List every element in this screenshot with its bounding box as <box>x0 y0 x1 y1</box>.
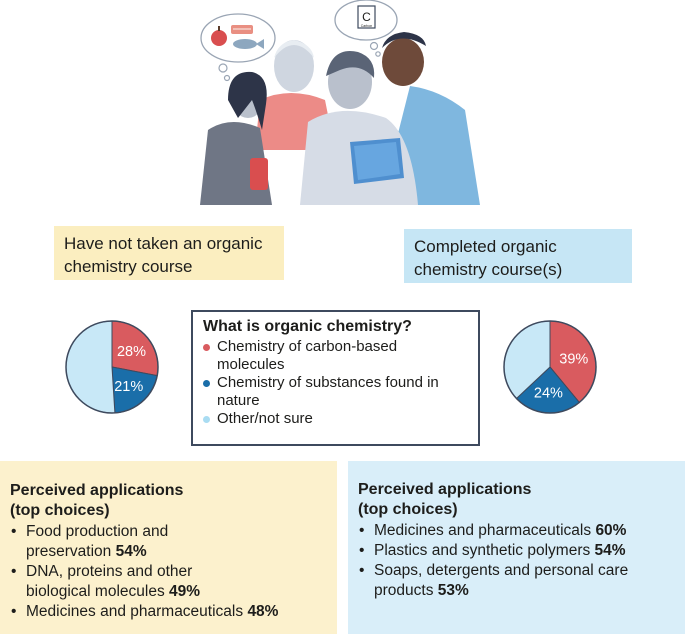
application-percent: 49% <box>169 583 201 600</box>
pie-slice-label: 28% <box>117 344 146 360</box>
legend-label: Other/not sure <box>217 410 313 427</box>
legend-dot-icon <box>203 380 210 387</box>
applications-panel-no-course: Perceived applications (top choices) • F… <box>0 461 337 634</box>
thought-bubble-carbon: C Carbon <box>334 0 398 57</box>
application-item: • DNA, proteins and other biological mol… <box>10 562 327 602</box>
bullet-icon: • <box>11 523 17 540</box>
application-text: DNA, proteins and other <box>26 563 193 580</box>
fish-icon <box>233 39 264 49</box>
tablet-icon <box>350 138 404 184</box>
phone-icon <box>250 158 268 190</box>
application-percent: 60% <box>595 522 627 539</box>
carbon-element-icon: C Carbon <box>357 5 376 29</box>
person-icon <box>300 51 418 205</box>
application-text: Plastics and synthetic polymers <box>374 542 591 559</box>
legend-dot-icon <box>203 416 210 423</box>
application-item: • Medicines and pharmaceuticals 48% <box>10 602 327 622</box>
panel-title: Perceived applications (top choices) <box>358 480 675 520</box>
pie-slice-label: 39% <box>559 351 588 367</box>
pie-chart-no-course: 28% 21% <box>65 320 159 414</box>
application-item: • Plastics and synthetic polymers 54% <box>358 541 675 561</box>
applications-panel-completed-course: Perceived applications (top choices) • M… <box>348 461 685 634</box>
panel-title: Perceived applications (top choices) <box>10 481 327 521</box>
application-percent: 53% <box>437 582 469 599</box>
application-text: Food production and <box>26 523 169 540</box>
bullet-icon: • <box>359 562 365 579</box>
panel-title-line: (top choices) <box>10 502 110 519</box>
application-item: • Soaps, detergents and personal care pr… <box>358 561 675 601</box>
application-percent: 54% <box>594 542 626 559</box>
question-legend-box: What is organic chemistry? Chemistry of … <box>191 310 480 446</box>
svg-text:C: C <box>362 10 371 24</box>
application-percent: 48% <box>247 603 279 620</box>
application-percent: 54% <box>115 543 147 560</box>
person-icon <box>200 71 272 205</box>
bullet-icon: • <box>11 563 17 580</box>
application-text: Medicines and pharmaceuticals <box>26 603 244 620</box>
legend-item-nature: Chemistry of substances found in nature <box>203 374 468 410</box>
legend-item-other: Other/not sure <box>203 410 468 428</box>
pie-chart-completed-course: 39% 24% <box>503 320 597 414</box>
apple-icon <box>211 26 227 46</box>
application-text: biological molecules <box>26 583 165 600</box>
legend-label: Chemistry of substances found in nature <box>217 374 439 409</box>
panel-title-line: Perceived applications <box>358 481 532 498</box>
panel-title-line: (top choices) <box>358 501 458 518</box>
group-label-no-course: Have not taken an organic chemistry cour… <box>54 226 284 280</box>
application-item: • Food production and preservation 54% <box>10 522 327 562</box>
pie-slice-3 <box>65 320 116 414</box>
application-text: products <box>374 582 434 599</box>
panel-title-line: Perceived applications <box>10 482 184 499</box>
legend-dot-icon <box>203 344 210 351</box>
pie-slice-label: 21% <box>114 379 143 395</box>
application-text: preservation <box>26 543 112 560</box>
bullet-icon: • <box>359 522 365 539</box>
bullet-icon: • <box>11 603 17 620</box>
application-text: Soaps, detergents and personal care <box>374 562 629 579</box>
people-illustration: C Carbon <box>200 0 480 205</box>
svg-text:Carbon: Carbon <box>361 24 373 28</box>
legend-label: Chemistry of carbon-based molecules <box>217 338 398 373</box>
bacon-icon <box>231 25 253 34</box>
pie-slice-label: 24% <box>534 385 563 401</box>
question-title: What is organic chemistry? <box>203 318 412 335</box>
thought-bubble-food <box>200 13 276 82</box>
legend-item-carbon: Chemistry of carbon-based molecules <box>203 338 468 374</box>
application-item: • Medicines and pharmaceuticals 60% <box>358 521 675 541</box>
pie-outline <box>503 320 597 414</box>
group-label-completed-course: Completed organic chemistry course(s) <box>404 229 632 283</box>
application-text: Medicines and pharmaceuticals <box>374 522 592 539</box>
pie-outline <box>65 320 159 414</box>
bullet-icon: • <box>359 542 365 559</box>
